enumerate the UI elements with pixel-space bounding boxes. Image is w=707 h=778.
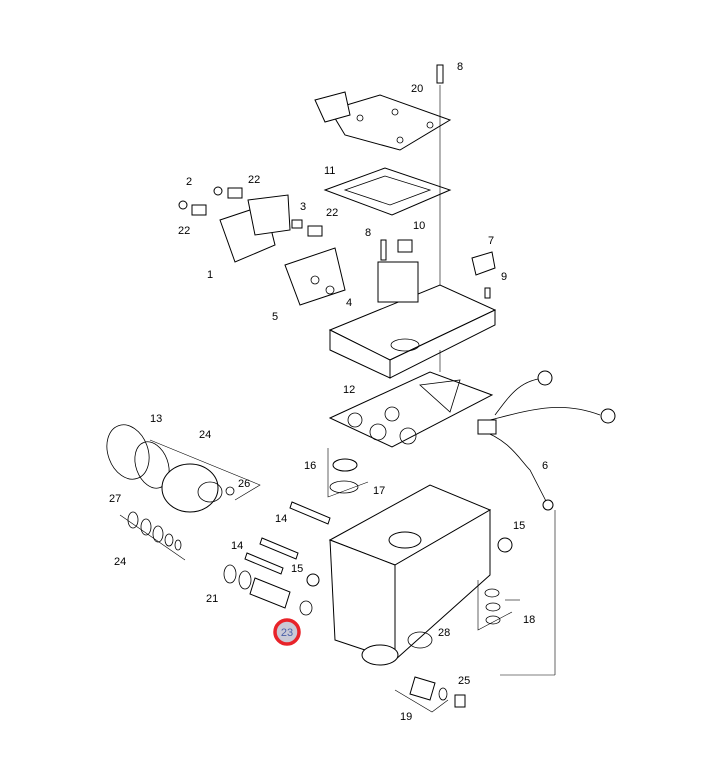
label-16: 16 [304, 460, 316, 472]
highlighted-callout-23[interactable]: 23 [273, 618, 301, 646]
label-22-b: 22 [326, 207, 338, 219]
label-24-top: 24 [199, 429, 211, 441]
label-19: 19 [400, 711, 412, 723]
leader-lines [439, 350, 556, 676]
threaded-rods-part [244, 501, 331, 575]
valve-group-part [223, 564, 313, 616]
label-3: 3 [300, 201, 306, 213]
label-15-left: 15 [291, 563, 303, 575]
label-13: 13 [150, 413, 162, 425]
cap-and-oring-part [327, 448, 369, 498]
label-7: 7 [488, 235, 494, 247]
label-8: 8 [365, 227, 371, 239]
rotor-assembly-part [106, 424, 261, 561]
middle-gasket-part [328, 371, 494, 448]
fittings-part [178, 186, 323, 237]
label-21: 21 [206, 593, 218, 605]
label-1: 1 [207, 269, 213, 281]
top-gasket-part [323, 167, 452, 216]
label-14-a: 14 [275, 513, 287, 525]
label-20: 20 [411, 83, 423, 95]
label-28: 28 [438, 627, 450, 639]
label-25: 25 [458, 675, 470, 687]
label-4: 4 [346, 297, 352, 309]
label-6: 6 [542, 460, 548, 472]
main-housing-part [306, 484, 513, 666]
wire-harness-part [477, 370, 616, 511]
cover-plate-part [314, 91, 452, 151]
bracket-part [219, 194, 346, 306]
label-23: 23 [281, 627, 293, 639]
label-11: 11 [324, 165, 335, 177]
orings-18-part [477, 580, 513, 631]
label-27: 27 [109, 493, 121, 505]
label-12: 12 [343, 384, 355, 396]
plug-group-part [394, 676, 466, 713]
upper-housing-part [328, 261, 497, 379]
label-17: 17 [373, 485, 385, 497]
highlight-ring [273, 618, 301, 646]
label-10: 10 [413, 220, 425, 232]
label-2: 2 [186, 176, 192, 188]
label-8-top: 8 [457, 61, 463, 73]
label-22-c: 22 [178, 225, 190, 237]
label-18: 18 [523, 614, 535, 626]
label-26: 26 [238, 478, 250, 490]
label-14-b: 14 [231, 540, 243, 552]
label-9: 9 [501, 271, 507, 283]
label-24-left: 24 [114, 556, 126, 568]
label-22-a: 22 [248, 174, 260, 186]
label-5: 5 [272, 311, 278, 323]
label-15-right: 15 [513, 520, 525, 532]
small-parts [380, 239, 496, 299]
